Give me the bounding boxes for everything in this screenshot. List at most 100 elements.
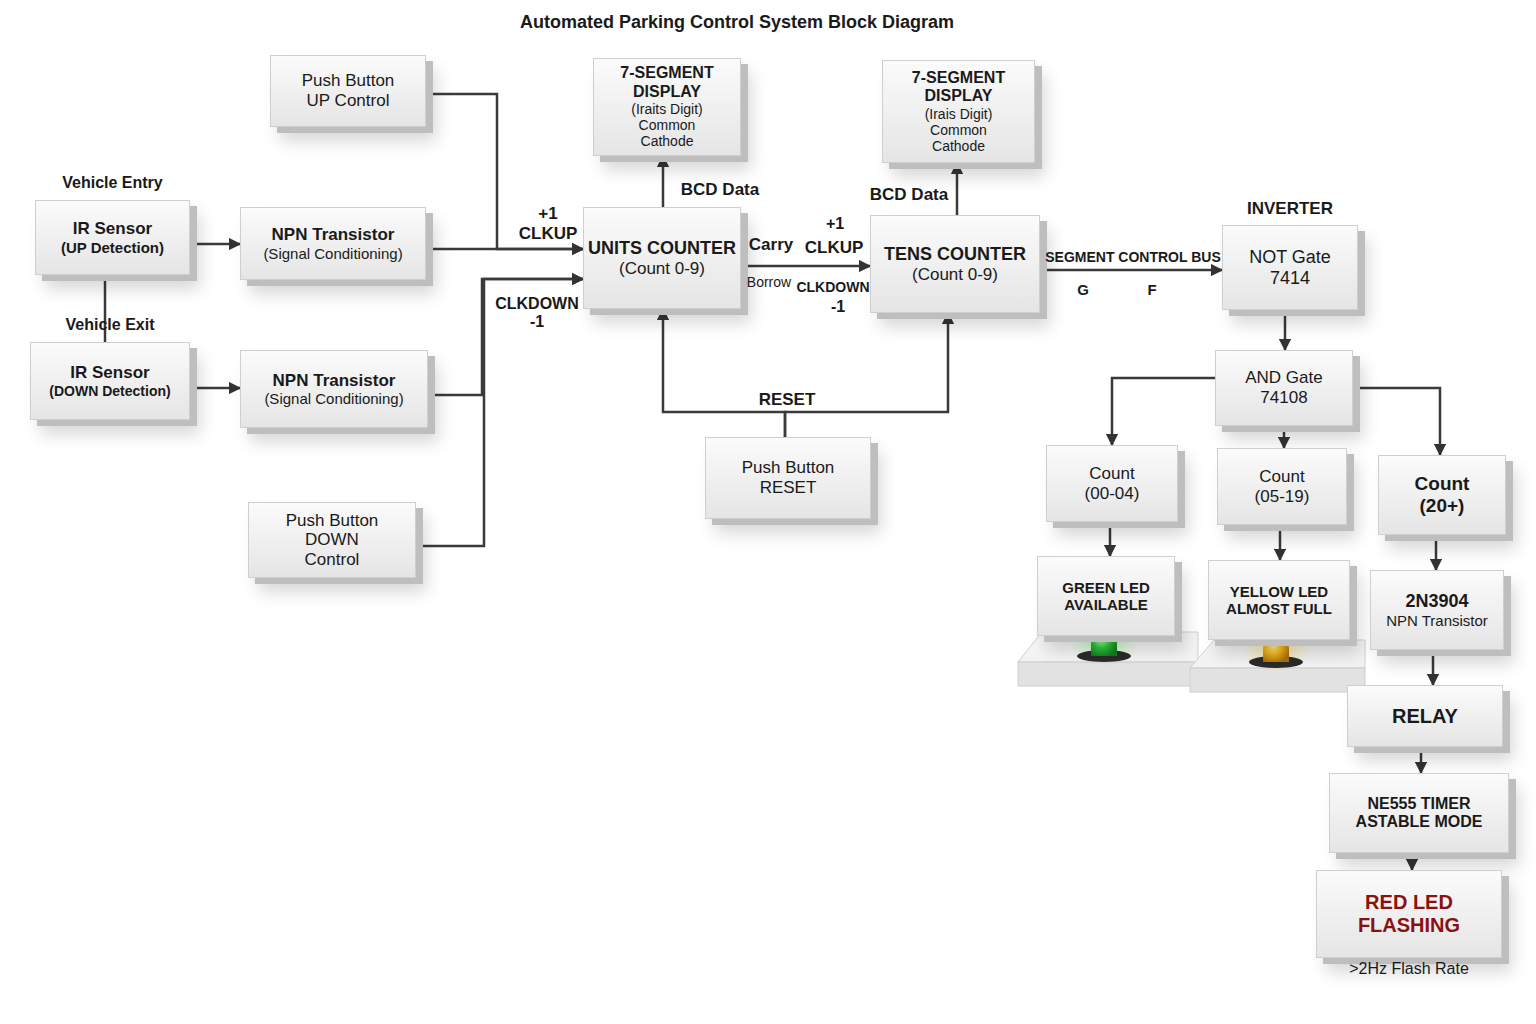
box-text: (Count 0-9) <box>912 265 998 285</box>
box-content: Count (00-04) <box>1047 446 1177 521</box>
signal-label: G <box>1077 281 1089 298</box>
led-box: RED LED FLASHING>2Hz Flash Rate <box>1316 870 1502 958</box>
display-box: 7-SEGMENT DISPLAY(Irais Digit) Common Ca… <box>882 60 1035 163</box>
connector <box>428 279 583 395</box>
box-content: Count (20+) <box>1379 456 1505 534</box>
connector <box>1279 525 1282 560</box>
push-button-box: Push Button RESET <box>705 437 871 519</box>
box-content: 2N3904NPN Transistor <box>1371 571 1503 649</box>
box-text: (Iraits Digit) Common Cathode <box>612 101 722 149</box>
box-content: 7-SEGMENT DISPLAY(Irais Digit) Common Ca… <box>883 61 1034 162</box>
connector <box>662 156 665 207</box>
edge-label: +1 CLKUP <box>518 204 578 243</box>
box-text: UNITS COUNTER <box>588 238 736 259</box>
box-content: NE555 TIMER ASTABLE MODE <box>1330 774 1508 852</box>
box-heading: Vehicle Exit <box>1 316 219 334</box>
signal-label: CLKUP <box>805 238 864 258</box>
box-heading: Vehicle Entry <box>6 174 219 192</box>
connector <box>1109 522 1112 556</box>
connector <box>1435 535 1438 570</box>
signal-label: CLKDOWN <box>796 279 869 295</box>
box-content: RED LED FLASHING <box>1317 871 1501 957</box>
connector <box>1040 269 1222 272</box>
box-content: Count (05-19) <box>1218 449 1346 524</box>
connector <box>1112 378 1215 445</box>
box-text: Push Button DOWN Control <box>277 511 387 570</box>
counter-box: TENS COUNTER(Count 0-9) <box>870 215 1040 313</box>
box-content: AND Gate 74108 <box>1216 351 1352 425</box>
connector <box>741 265 870 268</box>
box-content: NPN Transistor(Signal Conditioning) <box>241 208 425 279</box>
box-text: (UP Detection) <box>61 239 164 256</box>
box-content: YELLOW LED ALMOST FULL <box>1209 561 1349 639</box>
range-box: Count (20+) <box>1378 455 1506 535</box>
relay-box: RELAY <box>1347 685 1503 747</box>
box-text: RED LED FLASHING <box>1354 891 1464 937</box>
box-content: Push Button UP Control <box>271 56 425 126</box>
box-text: NE555 TIMER ASTABLE MODE <box>1354 795 1484 832</box>
push-button-box: Push Button DOWN Control <box>248 502 416 578</box>
box-text: AND Gate 74108 <box>1239 368 1329 407</box>
gate-box: AND Gate 74108 <box>1215 350 1353 426</box>
connector <box>1411 853 1414 870</box>
transistor-box: NPN Transistor(Signal Conditioning) <box>240 350 428 428</box>
box-content: IR Sensor(DOWN Detection) <box>31 343 189 419</box>
box-text: (Count 0-9) <box>619 259 705 279</box>
connector <box>663 309 785 437</box>
timer-box: NE555 TIMER ASTABLE MODE <box>1329 773 1509 853</box>
box-text: GREEN LED AVAILABLE <box>1056 579 1156 614</box>
box-heading: INVERTER <box>1193 199 1387 219</box>
box-text: (Irais Digit) Common Cathode <box>904 106 1014 154</box>
box-content: GREEN LED AVAILABLE <box>1038 557 1174 635</box>
edge-label: RESET <box>759 390 816 410</box>
signal-label: -1 <box>831 298 845 316</box>
signal-label: Borrow <box>747 274 791 290</box>
box-content: 7-SEGMENT DISPLAY(Iraits Digit) Common C… <box>594 59 740 155</box>
box-text: Count (00-04) <box>1077 464 1147 503</box>
box-text: RELAY <box>1392 705 1458 728</box>
box-text: Push Button UP Control <box>293 71 403 110</box>
push-button-box: Push Button UP Control <box>270 55 426 127</box>
box-content: NPN Transistor(Signal Conditioning) <box>241 351 427 427</box>
display-box: 7-SEGMENT DISPLAY(Iraits Digit) Common C… <box>593 58 741 156</box>
box-content: RELAY <box>1348 686 1502 746</box>
connector <box>1432 650 1435 685</box>
diagram-title: Automated Parking Control System Block D… <box>0 12 1474 33</box>
connector <box>1353 388 1440 455</box>
box-text: IR Sensor <box>70 363 149 383</box>
edge-label: BCD Data <box>681 180 759 200</box>
box-text: 2N3904 <box>1405 591 1468 612</box>
edge-label: CLKDOWN -1 <box>493 295 581 332</box>
box-text: NOT Gate 7414 <box>1245 247 1335 288</box>
box-text: (Signal Conditioning) <box>263 245 402 262</box>
box-heading: >2Hz Flash Rate <box>1287 960 1531 978</box>
connector <box>190 243 240 246</box>
range-box: Count (00-04) <box>1046 445 1178 522</box>
box-text: (DOWN Detection) <box>49 383 170 399</box>
box-text: IR Sensor <box>73 219 152 239</box>
connector <box>1284 310 1287 350</box>
signal-label: F <box>1147 281 1156 298</box>
box-text: 7-SEGMENT DISPLAY <box>612 64 722 101</box>
box-content: Push Button DOWN Control <box>249 503 415 577</box>
box-text: Count (05-19) <box>1247 467 1317 506</box>
box-content: TENS COUNTER(Count 0-9) <box>871 216 1039 312</box>
box-content: UNITS COUNTER(Count 0-9) <box>584 208 740 308</box>
box-text: Count (20+) <box>1407 473 1477 517</box>
edge-label: BCD Data <box>870 185 948 205</box>
connector <box>956 163 959 215</box>
edge-label: Carry <box>749 235 793 255</box>
box-content: NOT Gate 7414 <box>1223 226 1357 309</box>
connector <box>426 94 583 249</box>
box-text: NPN Transistor <box>272 225 395 245</box>
box-text: 7-SEGMENT DISPLAY <box>904 69 1014 106</box>
signal-label: +1 <box>826 215 844 233</box>
sensor-box: IR Sensor(DOWN Detection)Vehicle Exit <box>30 342 190 420</box>
connector <box>190 387 240 390</box>
gate-box: NOT Gate 7414INVERTER <box>1222 225 1358 310</box>
box-content: Push Button RESET <box>706 438 870 518</box>
connector <box>785 313 948 437</box>
range-box: Count (05-19) <box>1217 448 1347 525</box>
box-text: NPN Transistor <box>273 371 396 391</box>
transistor-box: NPN Transistor(Signal Conditioning) <box>240 207 426 280</box>
